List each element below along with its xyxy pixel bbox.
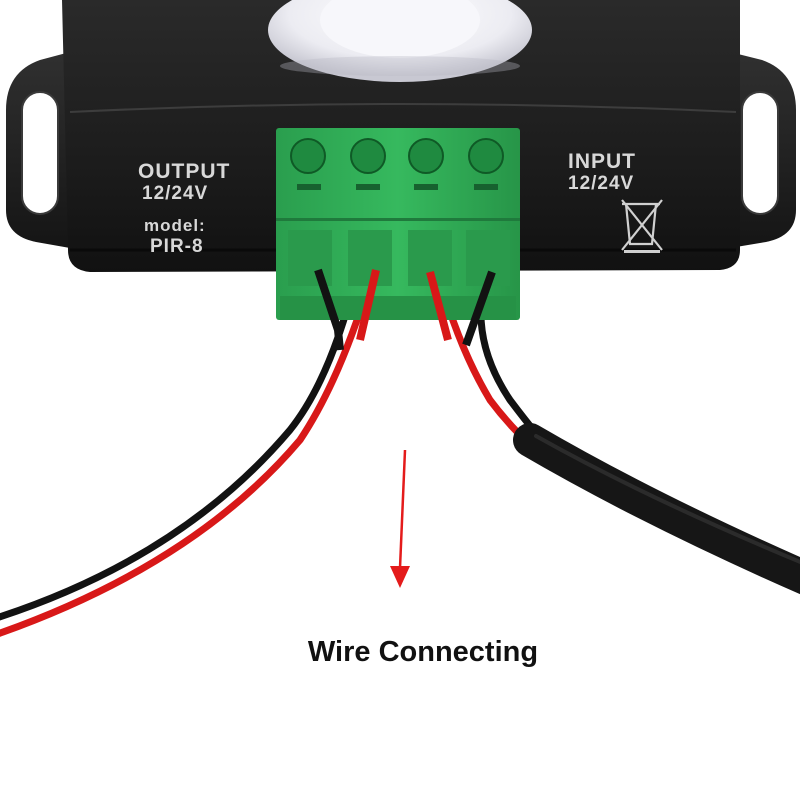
model-label: model: xyxy=(144,216,206,235)
model-value: PIR-8 xyxy=(150,236,204,257)
input-label: INPUT xyxy=(568,150,636,173)
red-wire-left xyxy=(0,276,374,637)
mounting-flange-left xyxy=(6,52,70,248)
mounting-flange-right xyxy=(730,52,796,248)
caption: Wire Connecting xyxy=(307,636,539,668)
wire-entries xyxy=(314,268,496,351)
output-label: OUTPUT xyxy=(138,160,231,183)
black-cable-jacket xyxy=(513,423,800,595)
weee-bin-icon xyxy=(621,199,663,253)
output-voltage: 12/24V xyxy=(142,183,209,204)
black-wire-left xyxy=(0,276,359,621)
pir-lens xyxy=(268,0,532,82)
input-voltage: 12/24V xyxy=(568,173,635,194)
arrow-down-icon xyxy=(390,449,410,588)
terminal-screw xyxy=(290,138,504,174)
